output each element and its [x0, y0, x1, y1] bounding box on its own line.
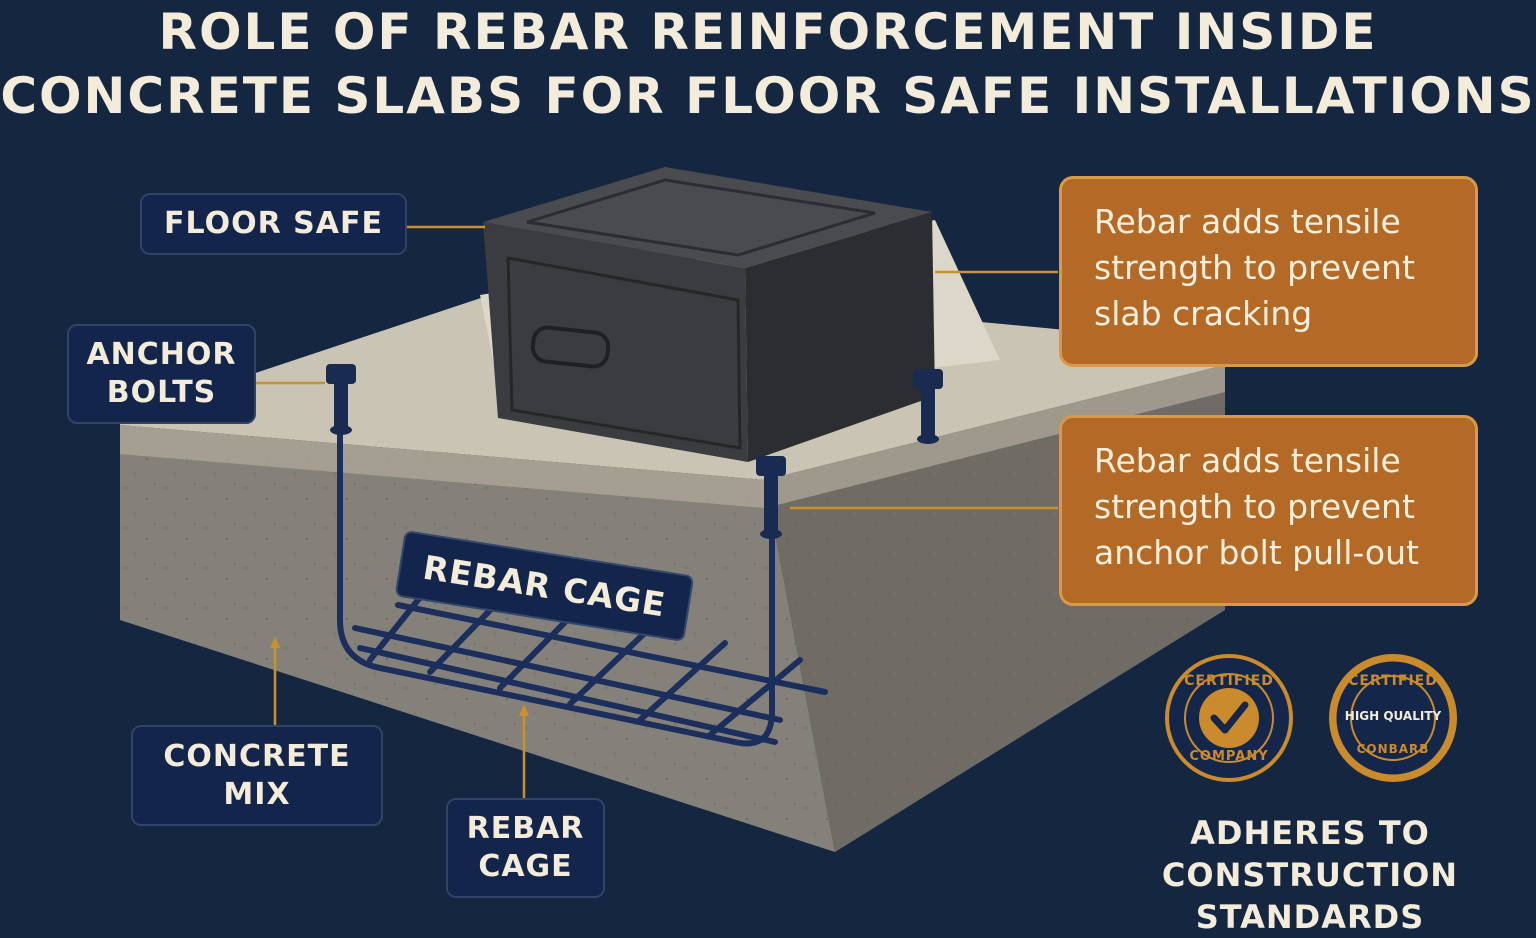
anchor-bolt-right	[913, 369, 943, 444]
callout-pullout-line-2: strength to prevent	[1094, 487, 1415, 526]
checkmark-icon	[1210, 701, 1249, 734]
callout-pullout-line-3: anchor bolt pull-out	[1094, 533, 1419, 572]
leader-lines	[256, 225, 1058, 798]
high-quality-middle-text: High Quality	[1344, 709, 1442, 723]
title-line-2: Concrete Slabs for Floor Safe Installati…	[0, 67, 1536, 125]
callout-cracking-line-2: strength to prevent	[1094, 248, 1415, 287]
safe-handle	[530, 325, 611, 369]
callout-cracking-line-3: slab cracking	[1094, 294, 1313, 333]
concrete-mix-label: Concrete Mix	[131, 725, 383, 826]
standards-line-1: Adheres to	[1190, 814, 1430, 852]
callout-pullout-line-1: Rebar adds tensile	[1094, 441, 1401, 480]
standards-line-3: Standards	[1195, 898, 1425, 936]
standards-text: Adheres to Construction Standards	[1110, 812, 1510, 938]
anchor-bolt-front	[756, 456, 786, 539]
rebar-cage-label-line-1: Rebar	[466, 811, 585, 846]
title-line-1: Role of Rebar Reinforcement Inside	[158, 3, 1378, 61]
certified-company-badge	[1165, 654, 1293, 782]
certified-company-top-text: Certified	[1184, 673, 1274, 689]
callout-cracking-line-1: Rebar adds tensile	[1094, 202, 1401, 241]
floor-safe-box	[483, 167, 935, 462]
high-quality-badge	[1329, 654, 1457, 782]
concrete-mix-label-line-1: Concrete	[163, 738, 351, 774]
standards-line-2: Construction	[1161, 856, 1459, 894]
floor-safe-label-text: Floor Safe	[164, 206, 383, 241]
rebar-cage-label: Rebar Cage	[446, 798, 605, 898]
anchor-bolt-left	[326, 364, 356, 435]
rebar-cage-label-line-2: Cage	[478, 849, 573, 884]
anchor-bolts-label: Anchor Bolts	[67, 324, 256, 424]
certified-company-bottom-text: Company	[1189, 749, 1269, 764]
callout-anchor-pullout: Rebar adds tensile strength to prevent a…	[1059, 415, 1478, 606]
concrete-mix-label-line-2: Mix	[223, 776, 291, 812]
high-quality-top-text: Certified	[1348, 673, 1438, 689]
high-quality-bottom-text: Conbarb	[1356, 742, 1430, 756]
floor-safe-label: Floor Safe	[140, 193, 407, 255]
anchor-bolts-label-line-2: Bolts	[106, 375, 217, 410]
anchor-bolts-label-line-1: Anchor	[86, 337, 237, 372]
callout-slab-cracking: Rebar adds tensile strength to prevent s…	[1059, 176, 1478, 367]
